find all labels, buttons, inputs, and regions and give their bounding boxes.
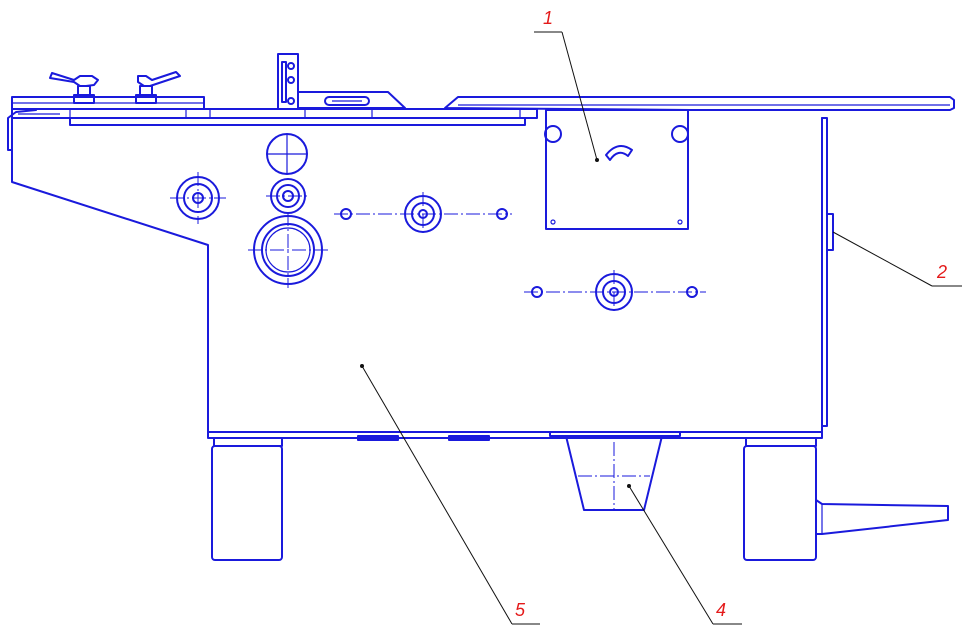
upper-roller	[266, 133, 308, 175]
callout-2: 2	[832, 231, 962, 287]
fence-bracket	[277, 53, 406, 110]
middle-wheel	[266, 178, 310, 214]
control-plate	[544, 109, 689, 230]
center-hub-lower	[524, 270, 706, 314]
hopper	[549, 431, 681, 511]
callout-label-1: 1	[543, 8, 553, 28]
callout-label-5: 5	[515, 600, 526, 620]
clamp-handle-left	[49, 72, 99, 104]
foot-left	[211, 437, 283, 561]
foot-right	[743, 437, 817, 561]
callout-4: 4	[627, 484, 742, 625]
callout-label-2: 2	[936, 262, 947, 282]
callout-1: 1	[534, 8, 599, 162]
callout-label-4: 4	[716, 600, 726, 620]
clamp-handle-right	[135, 71, 181, 104]
machine-body	[11, 117, 834, 441]
center-hub-upper	[334, 192, 512, 236]
top-table	[7, 96, 955, 151]
callout-5: 5	[360, 364, 540, 625]
pedal	[815, 499, 949, 535]
left-hub	[170, 172, 226, 224]
lower-wheel	[248, 212, 328, 288]
